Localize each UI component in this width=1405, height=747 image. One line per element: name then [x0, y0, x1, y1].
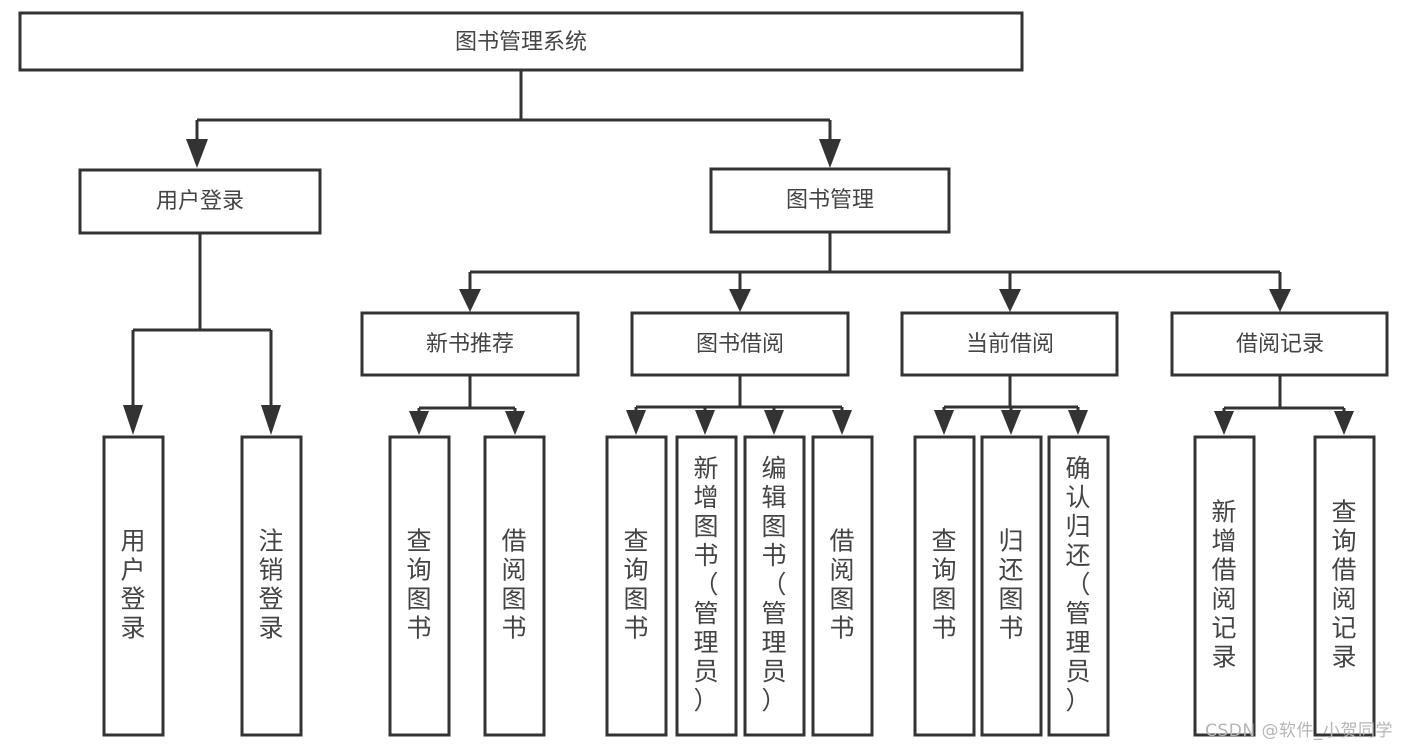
arrow-leaf-return-book — [1001, 410, 1021, 435]
leaf-confirm-return-admin-label: 确认归还（管理员） — [1065, 454, 1090, 715]
leaf-query-borrow-record[interactable]: 查询借阅记录 — [1313, 435, 1376, 737]
arrow-records — [1269, 289, 1291, 312]
leaf-logout-box[interactable] — [240, 435, 303, 737]
user-login-box[interactable] — [78, 168, 322, 235]
leaf-query-book-recommend-box[interactable] — [388, 435, 451, 737]
leaf-edit-book-admin-label: 编辑图书（管理员） — [761, 454, 786, 715]
node-borrow-records[interactable]: 借阅记录 — [1170, 311, 1389, 377]
arrow-leaf-borrow-book-b — [832, 410, 852, 435]
arrow-leaf-add-book — [695, 410, 715, 435]
book-borrow-label: 图书借阅 — [696, 332, 784, 357]
arrow-leaf-edit-book — [764, 410, 784, 435]
leaf-add-book-admin-box[interactable] — [675, 435, 738, 737]
current-borrow-box[interactable] — [900, 311, 1119, 377]
leaf-add-book-admin[interactable]: 新增图书（管理员） — [675, 435, 738, 737]
leaf-query-book-current-box[interactable] — [913, 435, 976, 737]
root-label: 图书管理系统 — [455, 30, 587, 55]
book-management-label: 图书管理 — [786, 188, 874, 213]
leaf-return-book[interactable]: 归还图书 — [980, 435, 1043, 737]
arrow-user-login — [186, 139, 208, 168]
leaf-borrow-book-recommend-box[interactable] — [483, 435, 546, 737]
node-root[interactable]: 图书管理系统 — [18, 11, 1024, 72]
leaf-query-book-recommend[interactable]: 查询图书 — [388, 435, 451, 737]
leaf-edit-book-admin-box[interactable] — [743, 435, 806, 737]
arrow-leaf-logout — [261, 405, 281, 435]
arrow-current — [999, 289, 1021, 312]
arrow-leaf-query-book-a — [409, 411, 429, 435]
leaf-return-book-box[interactable] — [980, 435, 1043, 737]
arrow-leaf-confirm-return — [1068, 410, 1088, 435]
leaf-borrow-book-recommend-label: 借阅图书 — [501, 527, 526, 643]
leaf-user-login-label: 用户登录 — [120, 527, 145, 643]
arrow-leaf-borrow-book-a — [505, 411, 525, 435]
edges-layer — [123, 70, 1354, 435]
book-borrow-box[interactable] — [630, 311, 850, 377]
leaf-query-book-current-label: 查询图书 — [931, 527, 956, 643]
leaf-add-borrow-record[interactable]: 新增借阅记录 — [1193, 435, 1256, 737]
leaf-borrow-book-label: 借阅图书 — [829, 527, 854, 643]
leaf-logout-label: 注销登录 — [258, 527, 283, 643]
arrow-leaf-query-book-c — [934, 410, 954, 435]
leaf-edit-book-admin[interactable]: 编辑图书（管理员） — [743, 435, 806, 737]
leaf-borrow-book-box[interactable] — [811, 435, 874, 737]
node-book-management[interactable]: 图书管理 — [709, 167, 951, 234]
arrow-leaf-query-record — [1334, 411, 1354, 435]
leaf-query-book-recommend-label: 查询图书 — [406, 527, 431, 643]
arrow-leaf-add-record — [1214, 411, 1234, 435]
current-borrow-label: 当前借阅 — [966, 332, 1054, 357]
arrow-leaf-user-login — [123, 405, 143, 435]
arrow-book-manage — [819, 139, 841, 168]
arrow-borrow — [729, 289, 751, 312]
new-book-recommend-label: 新书推荐 — [426, 332, 514, 357]
leaf-query-book-borrow-label: 查询图书 — [623, 527, 648, 643]
leaf-add-book-admin-label: 新增图书（管理员） — [693, 454, 718, 715]
leaf-borrow-book-recommend[interactable]: 借阅图书 — [483, 435, 546, 737]
leaf-logout[interactable]: 注销登录 — [240, 435, 303, 737]
leaf-query-borrow-record-label: 查询借阅记录 — [1331, 498, 1356, 672]
arrow-new-books — [459, 289, 481, 312]
leaf-confirm-return-admin-box[interactable] — [1047, 435, 1110, 737]
leaf-user-login[interactable]: 用户登录 — [102, 435, 165, 737]
leaf-query-book-borrow-box[interactable] — [605, 435, 668, 737]
user-login-label: 用户登录 — [156, 189, 244, 214]
leaf-user-login-box[interactable] — [102, 435, 165, 737]
leaf-confirm-return-admin[interactable]: 确认归还（管理员） — [1047, 435, 1110, 737]
node-book-borrow[interactable]: 图书借阅 — [630, 311, 850, 377]
leaf-return-book-label: 归还图书 — [998, 527, 1023, 643]
leaf-borrow-book[interactable]: 借阅图书 — [811, 435, 874, 737]
root-box[interactable] — [18, 11, 1024, 72]
leaf-add-borrow-record-label: 新增借阅记录 — [1211, 498, 1236, 672]
leaf-query-borrow-record-box[interactable] — [1313, 435, 1376, 737]
node-current-borrow[interactable]: 当前借阅 — [900, 311, 1119, 377]
borrow-records-box[interactable] — [1170, 311, 1389, 377]
borrow-records-label: 借阅记录 — [1236, 332, 1324, 357]
leaf-query-book-borrow[interactable]: 查询图书 — [605, 435, 668, 737]
arrow-leaf-query-book-b — [626, 410, 646, 435]
leaf-query-book-current[interactable]: 查询图书 — [913, 435, 976, 737]
node-user-login[interactable]: 用户登录 — [78, 168, 322, 235]
leaf-add-borrow-record-box[interactable] — [1193, 435, 1256, 737]
node-new-book-recommend[interactable]: 新书推荐 — [360, 311, 580, 377]
new-book-recommend-box[interactable] — [360, 311, 580, 377]
book-management-box[interactable] — [709, 167, 951, 234]
